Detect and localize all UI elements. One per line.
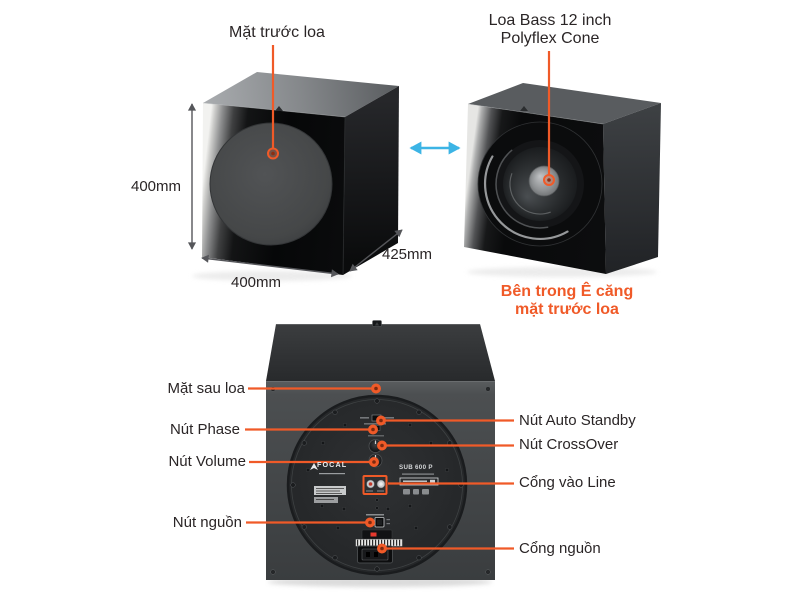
rear-face-label: Mặt sau loa <box>167 380 245 397</box>
dim-width-label: 400mm <box>230 274 282 291</box>
power-port-label: Cổng nguồn <box>519 540 601 557</box>
bass-driver-icon <box>477 121 603 247</box>
panel-model-text: SUB 600 P <box>399 464 433 471</box>
bass-driver-label-line2: Polyflex Cone <box>500 30 600 47</box>
grille-circle <box>209 122 333 246</box>
line-input-label: Cổng vào Line <box>519 474 616 491</box>
callout-dots <box>267 147 555 554</box>
volume-label: Nút Volume <box>168 453 246 470</box>
crossover-label: Nút CrossOver <box>519 436 619 453</box>
front-face-label: Mặt trước loa <box>229 24 325 41</box>
bass-driver-speaker-graphic <box>464 83 661 274</box>
focal-flame-icon <box>310 463 318 470</box>
phase-label: Nút Phase <box>169 421 240 438</box>
rca-line-input <box>362 475 388 495</box>
panel-brand-text: FOCAL <box>317 461 348 469</box>
shadow <box>467 267 657 277</box>
focal-top-logo-icon <box>520 106 528 111</box>
rear-amp-panel <box>270 386 491 576</box>
dim-height-label: 400mm <box>130 178 182 195</box>
cabinet-screws <box>270 386 491 575</box>
bass-driver-label: Loa Bass 12 inch Polyflex Cone <box>489 12 612 48</box>
power-switch <box>366 514 390 528</box>
inside-caption-line2: mặt trước loa <box>515 301 619 318</box>
voltage-selector <box>361 529 393 540</box>
inside-caption-line1: Bên trong Ê căng <box>500 283 634 300</box>
auto-standby-label: Nút Auto Standby <box>519 412 636 429</box>
inner-screws <box>306 423 450 531</box>
dimension-arrows <box>187 103 403 278</box>
depth-arrow <box>349 229 403 272</box>
ring-dot <box>543 174 555 186</box>
callout-lines <box>245 45 551 550</box>
ring-dot <box>267 147 279 160</box>
dot-centers <box>368 386 384 551</box>
serial-sticker <box>399 477 439 486</box>
width-arrow <box>201 254 339 278</box>
info-stickers <box>314 486 346 503</box>
dim-depth-label: 425mm <box>381 246 433 263</box>
bass-driver-label-line1: Loa Bass 12 inch <box>488 12 612 29</box>
inside-caption: Bên trong Ê căng mặt trước loa <box>501 283 633 319</box>
power-button-label: Nút nguồn <box>172 514 242 531</box>
certification-marks <box>403 489 429 495</box>
front-speaker-graphic <box>202 72 399 276</box>
focal-top-logo-icon <box>275 106 283 111</box>
